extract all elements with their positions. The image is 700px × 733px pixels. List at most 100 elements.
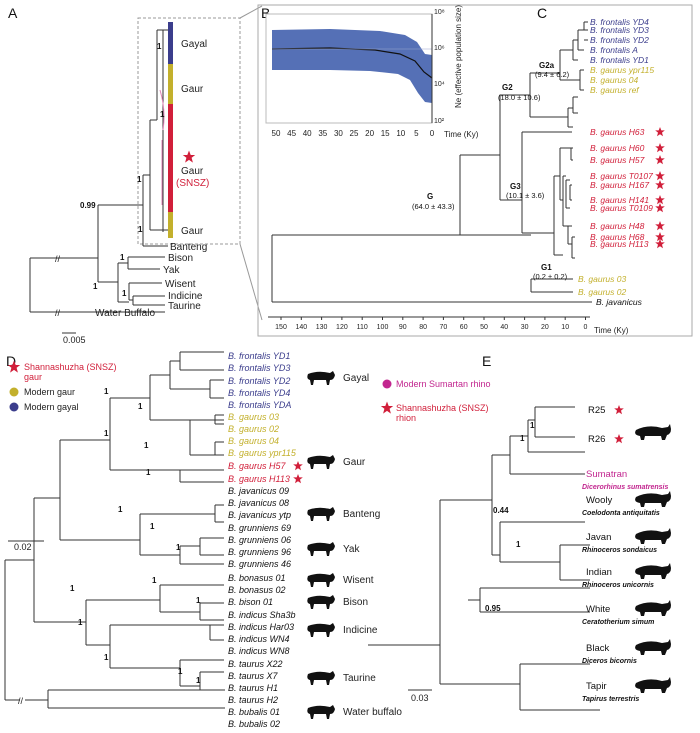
- banteng-silhouette-icon: [307, 507, 335, 521]
- taxon-d: B. frontalis YD3: [228, 363, 290, 373]
- support-e-5: 0.95: [485, 604, 501, 613]
- snsz-star-icon: [655, 155, 665, 165]
- legend-d-modern-gayal: Modern gayal: [24, 402, 79, 412]
- taxon-c: B. gaurus H113: [590, 239, 649, 249]
- r25-star-icon: [614, 405, 624, 415]
- xtick-c: 90: [399, 324, 407, 331]
- snsz-bar: [168, 104, 173, 212]
- scale-e: 0.03: [411, 693, 429, 703]
- ne-xtick: 30: [334, 129, 343, 138]
- taxon-e: White: [586, 604, 610, 615]
- taxon-a-wisent: Wisent: [165, 279, 196, 290]
- support-a-6: 1: [120, 253, 125, 262]
- group-water-buffalo: Water buffalo: [343, 707, 402, 718]
- taxon-a-taurine: Taurine: [168, 301, 201, 312]
- support-a-2: 1: [160, 110, 165, 119]
- taxon-e-scientific: Rhinoceros unicornis: [582, 582, 654, 589]
- panel-c-g3-edges: [521, 131, 575, 259]
- snsz-star-icon: [655, 143, 665, 153]
- node-g: G: [427, 192, 433, 201]
- taxon-d: B. grunniens 96: [228, 547, 291, 557]
- taxon-c: B. gaurus H48: [590, 221, 645, 231]
- taxon-a-yak: Yak: [163, 265, 180, 276]
- group-indicine: Indicine: [343, 625, 378, 636]
- legend-d-gaur: gaur: [24, 372, 42, 382]
- zoom-connector-top: [239, 5, 263, 19]
- taxon-c: B. gaurus H68: [590, 232, 645, 242]
- taxon-c: B. gaurus H141: [590, 195, 649, 205]
- taxon-e-scientific: Coelodonta antiquitatis: [582, 510, 660, 517]
- gaur-bar-2: [168, 212, 173, 238]
- taxon-c: B. gaurus H60: [590, 143, 645, 153]
- group-gaur: Gaur: [343, 457, 366, 468]
- snsz-star-icon: [655, 180, 665, 190]
- taxon-d: B. grunniens 46: [228, 559, 291, 569]
- taxon-c: B. javanicus: [596, 297, 643, 307]
- taxon-c: B. frontalis YD2: [590, 35, 649, 45]
- wooly-rhino-silhouette-icon: [635, 491, 671, 507]
- snsz-star-icon: [182, 150, 196, 163]
- legend-d-snsz: Shannashuzha (SNSZ): [24, 362, 117, 372]
- ne-xlabel: Time (Ky): [444, 130, 479, 139]
- taxon-c: B. frontalis YD4: [590, 17, 649, 27]
- ne-median-line: [271, 47, 433, 79]
- xtick-c: 130: [316, 324, 328, 331]
- gaur-silhouette-icon: [307, 455, 335, 469]
- taxon-c: B. gaurus 02: [578, 287, 626, 297]
- svg-text://: //: [55, 254, 61, 264]
- support-a-5: 0.99: [80, 201, 96, 210]
- support-a-3: 1: [137, 175, 142, 184]
- ne-ytick-3: 10²: [434, 118, 445, 125]
- snsz-star-icon: [655, 127, 665, 137]
- taurine-silhouette-icon: [307, 671, 335, 685]
- taxon-d: B. indicus WN8: [228, 646, 290, 656]
- xtick-c: 110: [357, 324, 368, 331]
- xtick-c: 0: [584, 324, 588, 331]
- legend-e-snsz: Shannashuzha (SNSZ): [396, 403, 489, 413]
- indian-rhino-silhouette-icon: [635, 563, 671, 579]
- ne-ytick-0: 10⁸: [434, 9, 445, 16]
- support-e-3: 0.44: [493, 506, 509, 515]
- javan-rhino-silhouette-icon: [635, 528, 671, 544]
- tapir-silhouette-icon: [635, 677, 671, 693]
- taxon-d: B. indicus Sha3b: [228, 610, 296, 620]
- taxon-c: B. gaurus T0107: [590, 171, 653, 181]
- panel-a-tree: // // Gayal Gaur Gaur (SNSZ) Gaur Banten…: [29, 5, 263, 345]
- taxon-a-indicine: Indicine: [168, 291, 203, 302]
- panel-a-edges: [142, 29, 168, 247]
- taxon-e-scientific: Rhinoceros sondaicus: [582, 547, 657, 554]
- ne-xtick: 10: [396, 129, 405, 138]
- legend-e-sumatran: Modern Sumartan rhino: [396, 379, 491, 389]
- xtick-c: 150: [275, 324, 287, 331]
- taxon-d: B. javanicus 09: [228, 486, 289, 496]
- taxon-d: B. indicus WN4: [228, 634, 290, 644]
- taxon-e-scientific: Ceratotherium simum: [582, 619, 654, 626]
- snsz-star-icon: [655, 221, 665, 231]
- support-a-1: 1: [157, 42, 162, 51]
- taxon-c: B. gaurus 03: [578, 274, 626, 284]
- taxon-d: B. grunniens 69: [228, 523, 291, 533]
- node-g-age: (64.0 ± 43.3): [412, 202, 455, 211]
- support-d: 1: [196, 676, 201, 685]
- support-e-1: 1: [530, 421, 535, 430]
- r26-star-icon: [614, 434, 624, 444]
- panel-label-e: E: [482, 353, 491, 369]
- panel-b-skyline: 10⁸ 10⁶ 10⁴ 10² Ne (effective population…: [265, 5, 479, 139]
- taxon-e: Black: [586, 643, 609, 654]
- sumatran-rhino-silhouette-icon: [635, 424, 671, 440]
- yak-silhouette-icon: [307, 542, 335, 556]
- taxon-d: B. javanicus 08: [228, 498, 289, 508]
- taxon-a-gaur-2: Gaur: [181, 226, 204, 237]
- panel-label-d: D: [6, 353, 16, 369]
- support-d: 1: [144, 441, 149, 450]
- bison-silhouette-icon: [307, 595, 335, 609]
- node-g2: G2: [502, 83, 513, 92]
- taxon-d: B. taurus H2: [228, 695, 278, 705]
- xtick-c: 100: [377, 324, 389, 331]
- panel-c-backbone: [271, 154, 592, 303]
- taxon-e: R26: [588, 434, 605, 445]
- taxon-d: B. frontalis YD2: [228, 376, 290, 386]
